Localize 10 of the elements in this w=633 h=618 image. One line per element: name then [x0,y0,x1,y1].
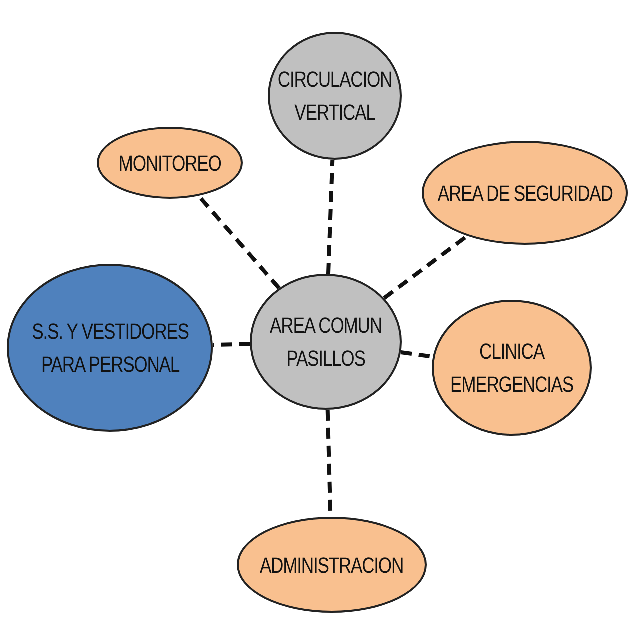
node-label: ADMINISTRACION [260,552,404,580]
dashed-connector [212,342,250,348]
node-label: MONITOREO [118,150,222,178]
node-label: S.S. Y VESTIDORES PARA PERSONAL [30,318,190,379]
node-label: CIRCULACION VERTICAL [276,66,394,127]
dashed-connector [383,234,469,300]
node-label: AREA DE SEGURIDAD [438,180,612,208]
node-label: AREA COMUN PASILLOS [270,312,382,373]
node-label: CLINICA EMERGENCIAS [449,338,575,399]
dashed-connector [326,160,335,274]
